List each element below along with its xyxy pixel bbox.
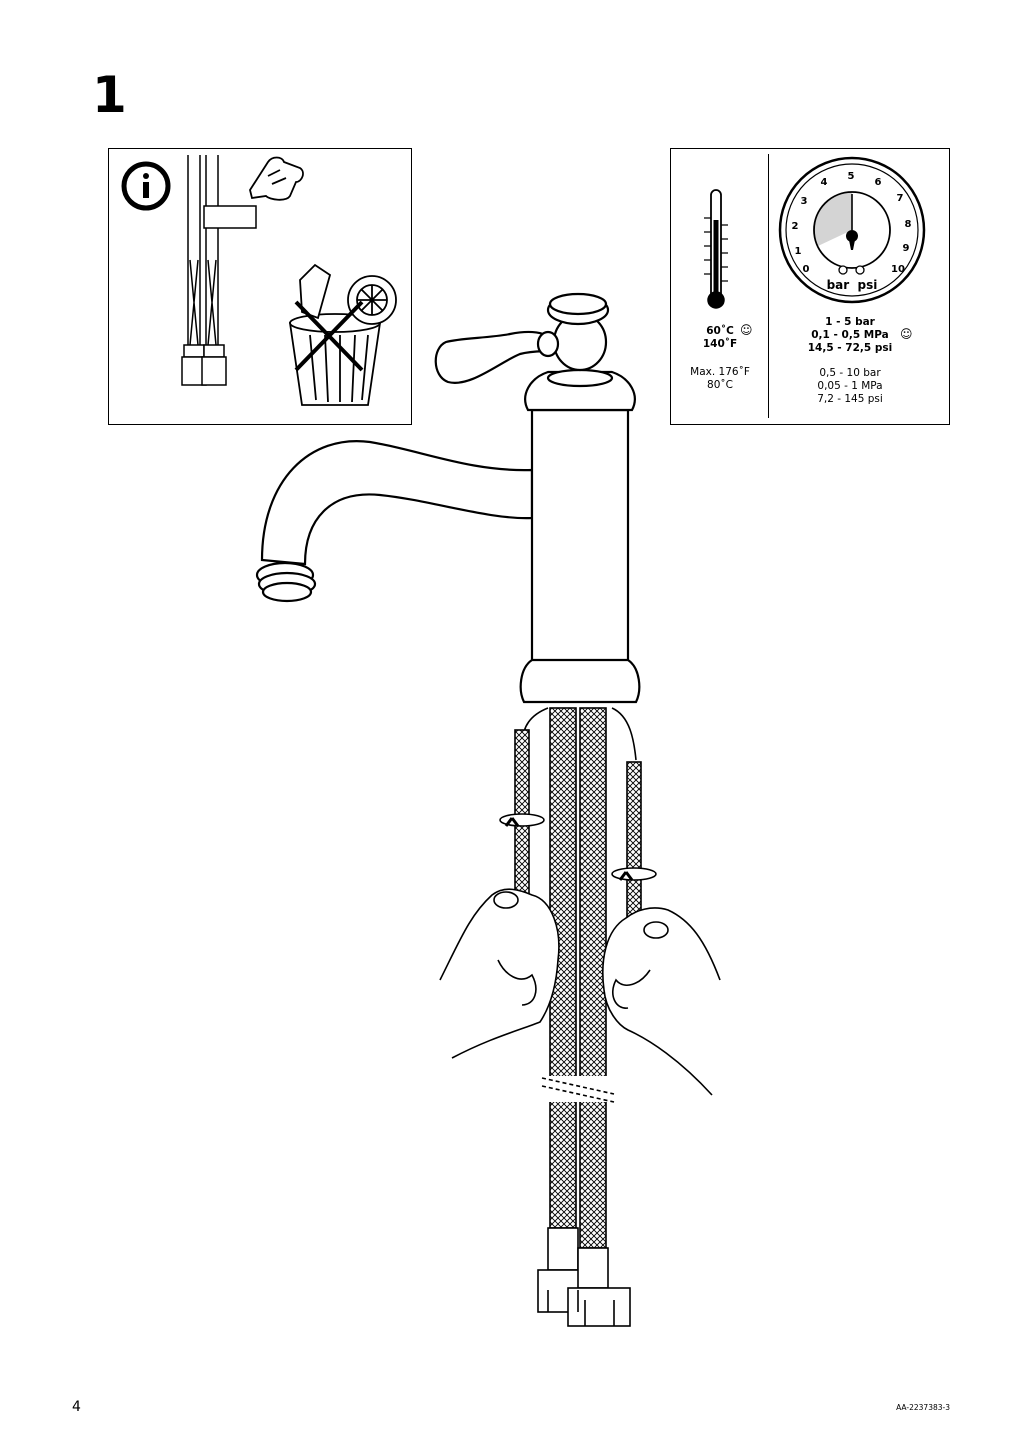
gauge-tick-10: 10 (891, 264, 905, 275)
info-icon (121, 161, 171, 211)
pressure-recommended-bar: 1 - 5 bar (825, 316, 875, 328)
temp-recommended-c: 60˚C (706, 325, 734, 337)
gauge-tick-8: 8 (904, 219, 912, 230)
pressure-gauge-icon (778, 156, 926, 304)
hands-illustration (439, 888, 721, 1096)
no-trash-icon (288, 263, 397, 406)
smiley-icon: ☺ (900, 327, 913, 341)
gauge-tick-7: 7 (896, 193, 904, 204)
gauge-tick-6: 6 (874, 177, 882, 188)
gauge-tick-3: 3 (800, 196, 808, 207)
temperature-recommended: 60˚C 140˚F (690, 325, 750, 351)
gauge-tick-9: 9 (902, 243, 910, 254)
temp-max-line2: 80˚C (707, 379, 733, 391)
gauge-tick-0: 0 (802, 264, 810, 275)
tap-finger-icon (249, 156, 304, 201)
pressure-range-bar: 0,5 - 10 bar (819, 367, 881, 379)
pressure-recommended-psi: 14,5 - 72,5 psi (807, 342, 893, 354)
gauge-tick-1: 1 (794, 246, 802, 257)
pressure-range-psi: 7,2 - 145 psi (817, 393, 883, 405)
pressure-recommended-mpa: 0,1 - 0,5 MPa (811, 329, 889, 341)
gauge-tick-5: 5 (847, 171, 855, 182)
step-number: 1 (92, 66, 127, 124)
document-code: AA-2237383-3 (896, 1403, 950, 1412)
pressure-recommended: 1 - 5 bar 0,1 - 0,5 MPa 14,5 - 72,5 psi (790, 316, 910, 355)
water-hoses (522, 707, 637, 1327)
pressure-range-mpa: 0,05 - 1 MPa (817, 380, 883, 392)
hose-clip-icon (181, 155, 257, 386)
temp-max-line1: Max. 176˚F (690, 366, 750, 378)
page-number: 4 (72, 1399, 81, 1415)
gauge-tick-2: 2 (791, 221, 799, 232)
temp-recommended-f: 140˚F (702, 338, 738, 350)
spec-divider (768, 154, 769, 418)
smiley-icon: ☺ (740, 323, 753, 337)
pressure-range: 0,5 - 10 bar 0,05 - 1 MPa 7,2 - 145 psi (790, 367, 910, 406)
gauge-tick-4: 4 (820, 177, 828, 188)
gauge-units: bar psi (826, 278, 878, 292)
temperature-max: Max. 176˚F 80˚C (680, 366, 760, 392)
faucet-illustration (255, 292, 641, 704)
thermometer-icon (704, 189, 728, 309)
